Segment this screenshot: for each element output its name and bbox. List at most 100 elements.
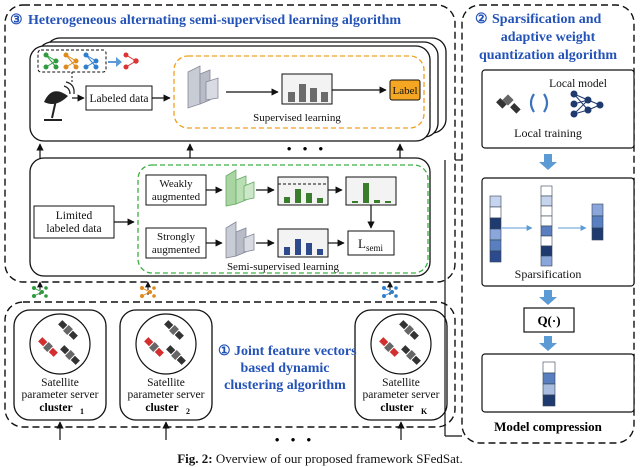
vector-cell (489, 195, 502, 208)
vector-cell (540, 185, 553, 197)
satellite-part (70, 355, 80, 365)
satellite-icon (401, 345, 421, 365)
clusterk-line2: parameter server (363, 389, 440, 401)
label-box (389, 79, 421, 101)
vector-cell (591, 227, 604, 241)
down-arrow-1 (539, 154, 557, 170)
clusterk-name: cluster (380, 402, 413, 414)
strong-line2: augmented (152, 244, 201, 256)
satellite-part (68, 330, 78, 340)
strong-hist-bars (284, 239, 323, 255)
left-panel-border (4, 4, 456, 283)
satellite-part (176, 355, 186, 365)
satellite-icon (38, 337, 58, 357)
strong-line1: Strongly (157, 231, 195, 243)
cluster2-sub: 2 (186, 407, 190, 416)
supervised-card (29, 45, 431, 142)
panel2-marker: ② (475, 12, 488, 27)
panel2-title-line2: adaptive weight (501, 30, 596, 45)
vector-cell (540, 215, 553, 227)
sync-icon (529, 93, 549, 113)
hist-bar (321, 92, 328, 102)
network-icon-blue (83, 52, 99, 70)
satellite-part (60, 345, 70, 355)
panel2-title-line3: quantization algorithm (479, 48, 617, 63)
limited-labeled-data-box (33, 205, 115, 239)
satellite-part (164, 320, 174, 330)
cluster-title-line2: based dynamic (240, 361, 329, 376)
satellite-part (65, 350, 75, 360)
satellite-part (63, 325, 73, 335)
down-arrow-2 (539, 290, 557, 305)
caption-label: Fig. 2: (177, 451, 212, 466)
satellite-icon (60, 345, 80, 365)
vector-cell (489, 228, 502, 241)
satellite-icon (166, 345, 186, 365)
caption-text: Overview of our proposed framework SFedS… (213, 451, 463, 466)
satellite-part (409, 330, 419, 340)
limited-label-line2: labeled data (46, 223, 101, 235)
supervised-hist-bars (288, 84, 328, 102)
cluster-panel-border (4, 301, 456, 428)
satellite-icon (399, 320, 419, 340)
hist-bar (317, 198, 323, 203)
network-icon-orange (63, 52, 79, 70)
cluster2-line2: parameter server (128, 389, 205, 401)
satellite-dish-icon (44, 81, 75, 121)
vector-cell (540, 225, 553, 237)
satellite-part (58, 320, 68, 330)
hist-bar (306, 243, 312, 255)
sparsification-label: Sparsification (515, 267, 582, 281)
cnn-encoder-icon-green (225, 169, 255, 207)
satellite-part (171, 350, 181, 360)
network-icon-red (123, 52, 139, 70)
satellite-part (38, 337, 48, 347)
satellite-part (401, 345, 411, 355)
labeled-data-box (85, 85, 153, 111)
cluster-marker: ① (218, 344, 231, 359)
satellite-part (43, 342, 53, 352)
satellite-icon (164, 320, 184, 340)
hist-bar (352, 201, 358, 203)
hist-bar (306, 193, 312, 203)
semi-supervised-learning-box (137, 164, 429, 274)
ellipsis-dots-top: • • • (287, 141, 327, 156)
strongly-augmented-box (145, 227, 207, 259)
label-box-text: Label (392, 85, 417, 97)
figure-caption: Fig. 2: Overview of our proposed framewo… (177, 451, 463, 466)
hist-bar (284, 247, 290, 255)
cluster-node-2 (119, 309, 213, 421)
hist-bar (317, 249, 323, 255)
cluster-title-line3: clustering algorithm (224, 378, 346, 393)
local-training-label: Local training (514, 126, 582, 140)
hist-bar (299, 84, 306, 102)
satellite-part (404, 325, 414, 335)
hist-bar (295, 189, 301, 203)
weak-line1: Weakly (159, 178, 193, 190)
down-arrow-3 (539, 336, 557, 351)
hist-bar (288, 92, 295, 102)
cluster2-line1: Satellite (147, 377, 185, 389)
hist-bar (374, 200, 380, 203)
limited-label-line1: Limited (56, 210, 93, 222)
hist-bar (363, 183, 369, 203)
vector-cell (591, 203, 604, 217)
cluster-title-line1: Joint feature vectors (234, 344, 357, 359)
semi-loss-box (347, 230, 395, 256)
quantization-label: Q(·) (537, 313, 560, 328)
cluster1-sub: 1 (80, 407, 84, 416)
satellite-icon (58, 320, 78, 340)
satellite-part (149, 342, 159, 352)
network-icon-green (43, 52, 59, 70)
network-icon-blue-small (381, 285, 398, 298)
cluster1-line1: Satellite (41, 377, 79, 389)
vector-cell (540, 195, 553, 207)
satellite-part (384, 342, 394, 352)
vector-cell (489, 239, 502, 252)
hist-bar (385, 201, 391, 203)
satellite-part (154, 347, 164, 357)
ellipsis-dots-bottom: • • • (275, 432, 315, 447)
labeled-data-label: Labeled data (89, 93, 148, 105)
cluster2-name: cluster (145, 402, 178, 414)
